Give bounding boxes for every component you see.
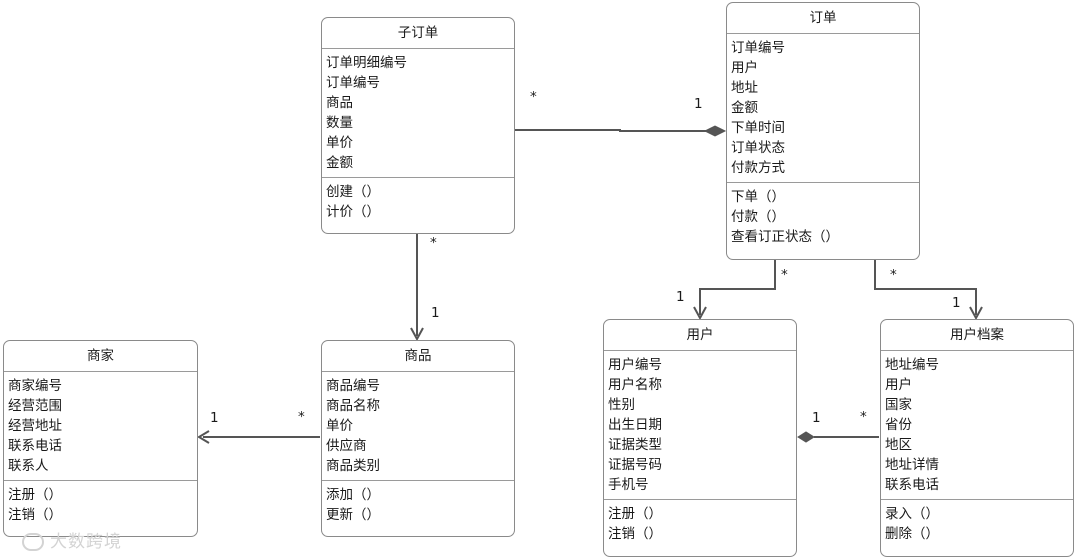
arrowhead-product [410,327,424,342]
attribute-row: 性别 [608,397,635,413]
class-title: 用户档案 [881,320,1073,351]
class-user[interactable]: 用户 用户编号 用户名称 性别 出生日期 证据类型 证据号码 手机号 注册（） … [603,319,797,557]
attribute-row: 商品编号 [326,378,380,394]
attribute-row: 地址详情 [885,457,939,473]
arrowhead-profile [969,306,983,321]
attribute-row: 商品类别 [326,458,380,474]
class-user-profile[interactable]: 用户档案 地址编号 用户 国家 省份 地区 地址详情 联系电话 录入（） 删除（… [880,319,1074,557]
attribute-row: 手机号 [608,477,649,493]
attribute-row: 联系人 [8,458,49,474]
method-row: 注册（） [608,506,662,522]
method-row: 注册（） [8,487,62,503]
multiplicity-label: 1 [210,410,219,426]
class-title: 订单 [727,3,919,34]
connector-suborder-order [515,129,712,132]
attribute-row: 数量 [326,115,353,131]
attribute-row: 证据类型 [608,437,662,453]
attribute-row: 供应商 [326,438,367,454]
diamond-order [703,125,727,137]
attribute-row: 经营地址 [8,418,62,434]
attributes-section: 用户编号 用户名称 性别 出生日期 证据类型 证据号码 手机号 [604,351,796,500]
attribute-row: 国家 [885,397,912,413]
attribute-row: 经营范围 [8,398,62,414]
attribute-row: 地区 [885,437,912,453]
multiplicity-label: 1 [952,295,961,311]
method-row: 下单（） [731,189,785,205]
class-order[interactable]: 订单 订单编号 用户 地址 金额 下单时间 订单状态 付款方式 下单（） 付款（… [726,2,920,260]
connector-order-user [699,259,776,315]
method-row: 查看订正状态（） [731,229,839,245]
watermark-text: 大数跨境 [50,532,122,552]
attributes-section: 订单编号 用户 地址 金额 下单时间 订单状态 付款方式 [727,34,919,183]
attribute-row: 省份 [885,417,912,433]
methods-section: 下单（） 付款（） 查看订正状态（） [727,183,919,251]
class-title: 商家 [4,341,197,372]
method-row: 创建（） [326,184,380,200]
attribute-row: 地址编号 [885,357,939,373]
attribute-row: 出生日期 [608,417,662,433]
attribute-row: 联系电话 [8,438,62,454]
multiplicity-label: * [530,89,537,105]
method-row: 计价（） [326,204,380,220]
arrowhead-merchant [197,430,210,444]
attribute-row: 下单时间 [731,120,785,136]
methods-section: 注册（） 注销（） [4,481,197,529]
multiplicity-label: * [430,235,437,251]
attributes-section: 订单明细编号 订单编号 商品 数量 单价 金额 [322,49,514,178]
multiplicity-label: 1 [676,289,685,305]
class-title: 商品 [322,341,514,372]
watermark: 大数跨境 [22,527,122,552]
methods-section: 录入（） 删除（） [881,500,1073,548]
attributes-section: 商品编号 商品名称 单价 供应商 商品类别 [322,372,514,481]
method-row: 更新（） [326,507,380,523]
diamond-user [797,431,815,443]
multiplicity-label: * [781,267,788,283]
method-row: 付款（） [731,209,785,225]
methods-section: 添加（） 更新（） [322,481,514,529]
methods-section: 注册（） 注销（） [604,500,796,548]
method-row: 录入（） [885,506,939,522]
multiplicity-label: * [860,409,867,425]
attribute-row: 订单状态 [731,140,785,156]
attribute-row: 订单编号 [326,75,380,91]
multiplicity-label: 1 [431,305,440,321]
attribute-row: 付款方式 [731,160,785,176]
chat-bubble-icon [22,533,44,551]
method-row: 添加（） [326,487,380,503]
attribute-row: 联系电话 [885,477,939,493]
connector-order-profile [874,259,977,315]
class-title: 用户 [604,320,796,351]
attributes-section: 商家编号 经营范围 经营地址 联系电话 联系人 [4,372,197,481]
attribute-row: 商品 [326,95,353,111]
method-row: 注销（） [608,526,662,542]
attribute-row: 用户名称 [608,377,662,393]
attribute-row: 金额 [731,100,758,116]
attribute-row: 金额 [326,155,353,171]
method-row: 注销（） [8,507,62,523]
method-row: 删除（） [885,526,939,542]
multiplicity-label: * [890,267,897,283]
attribute-row: 用户编号 [608,357,662,373]
multiplicity-label: 1 [694,96,703,112]
attribute-row: 商品名称 [326,398,380,414]
attribute-row: 订单明细编号 [326,55,407,71]
class-title: 子订单 [322,18,514,49]
multiplicity-label: * [298,409,305,425]
methods-section: 创建（） 计价（） [322,178,514,226]
attribute-row: 单价 [326,135,353,151]
attributes-section: 地址编号 用户 国家 省份 地区 地址详情 联系电话 [881,351,1073,500]
class-product[interactable]: 商品 商品编号 商品名称 单价 供应商 商品类别 添加（） 更新（） [321,340,515,537]
attribute-row: 单价 [326,418,353,434]
attribute-row: 订单编号 [731,40,785,56]
attribute-row: 用户 [731,60,758,76]
arrowhead-user [693,306,707,321]
attribute-row: 用户 [885,377,912,393]
attribute-row: 商家编号 [8,378,62,394]
class-suborder[interactable]: 子订单 订单明细编号 订单编号 商品 数量 单价 金额 创建（） 计价（） [321,17,515,234]
class-merchant[interactable]: 商家 商家编号 经营范围 经营地址 联系电话 联系人 注册（） 注销（） [3,340,198,537]
attribute-row: 地址 [731,80,758,96]
attribute-row: 证据号码 [608,457,662,473]
multiplicity-label: 1 [812,410,821,426]
